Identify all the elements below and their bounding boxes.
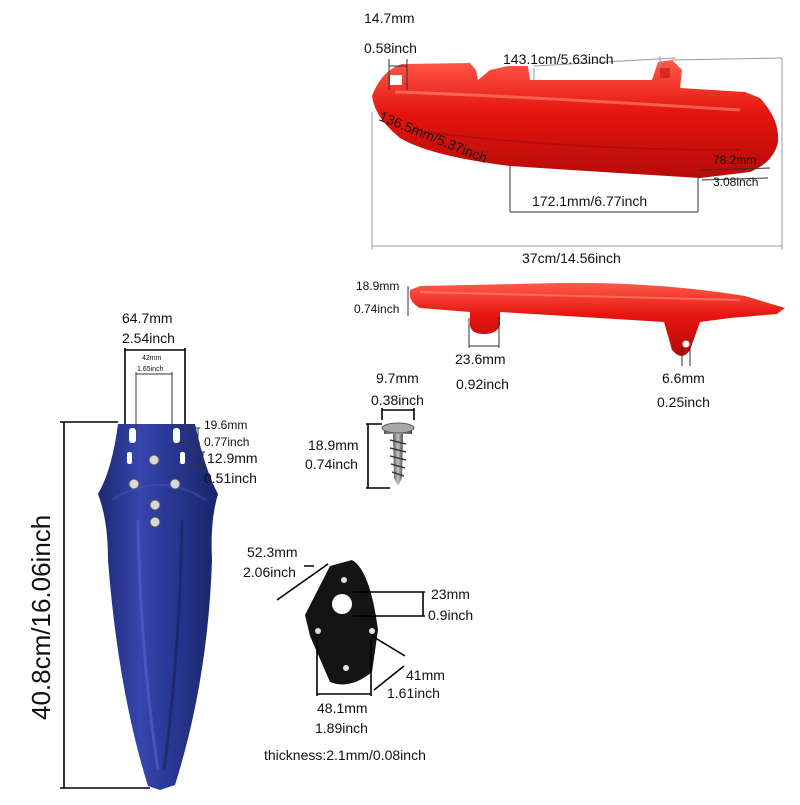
- side-rail: 18.9mm 0.74inch 23.6mm 0.92inch 6.6mm 0.…: [354, 279, 785, 410]
- fender-hole-span-mm: 42mm: [142, 355, 162, 362]
- plate-bottom-in: 1.89inch: [315, 720, 368, 736]
- fender-length: 40.8cm/16.06inch: [26, 515, 56, 720]
- plate-bottom-mm: 48.1mm: [317, 700, 368, 716]
- plate-side-in: 1.61inch: [387, 685, 440, 701]
- fender-slot2-mm: 12.9mm: [207, 450, 258, 466]
- fender-width-in: 2.54inch: [122, 330, 175, 346]
- side-panel-height-in: 3.08inch: [713, 175, 758, 189]
- fender-slot-mm: 19.6mm: [204, 418, 247, 432]
- side-rail-hole-in: 0.25inch: [657, 394, 710, 410]
- plate-hole-in: 0.9inch: [428, 607, 473, 623]
- fender-width-mm: 64.7mm: [122, 310, 173, 326]
- screw-length-mm: 18.9mm: [308, 437, 359, 453]
- side-rail-body: [409, 282, 785, 356]
- front-fender: 64.7mm 2.54inch 42mm 1.65inch 19.6mm 0.7…: [26, 310, 258, 790]
- number-plate-mount: 52.3mm 2.06inch 23mm 0.9inch 41mm 1.61in…: [243, 544, 473, 763]
- side-panel-top-thickness-in: 0.58inch: [364, 40, 417, 56]
- fender-slot2-in: 0.51inch: [204, 470, 257, 486]
- screw-head-mm: 9.7mm: [376, 370, 419, 386]
- screw: 9.7mm 0.38inch 18.9mm 0.74inch: [305, 370, 424, 489]
- side-panel-bottom-length: 172.1mm/6.77inch: [532, 193, 647, 209]
- plate-hole-mm: 23mm: [431, 586, 470, 602]
- side-panel-top-length: 143.1cm/5.63inch: [503, 51, 614, 67]
- side-rail-thickness-in: 0.74inch: [354, 302, 399, 316]
- plate-thickness: thickness:2.1mm/0.08inch: [264, 747, 426, 763]
- plate-top-in: 2.06inch: [243, 564, 296, 580]
- side-panel-height-mm: 78.2mm: [713, 153, 756, 167]
- fender-slot-in: 0.77inch: [204, 435, 249, 449]
- side-rail-tab-mm: 23.6mm: [455, 351, 506, 367]
- front-fender-body: [98, 424, 218, 790]
- side-rail-hole-mm: 6.6mm: [662, 370, 705, 386]
- screw-head-in: 0.38inch: [371, 392, 424, 408]
- side-panel-top-thickness-mm: 14.7mm: [364, 10, 415, 26]
- side-panel: 14.7mm 0.58inch 143.1cm/5.63inch 136.5mm…: [364, 10, 783, 266]
- plate-side-mm: 41mm: [406, 667, 445, 683]
- side-rail-thickness-mm: 18.9mm: [356, 279, 399, 293]
- plate-top-mm: 52.3mm: [247, 544, 298, 560]
- plate-body: [305, 560, 378, 685]
- side-rail-tab-in: 0.92inch: [456, 376, 509, 392]
- side-panel-total-length: 37cm/14.56inch: [522, 250, 621, 266]
- screw-length-in: 0.74inch: [305, 456, 358, 472]
- fender-hole-span-in: 1.65inch: [137, 366, 164, 373]
